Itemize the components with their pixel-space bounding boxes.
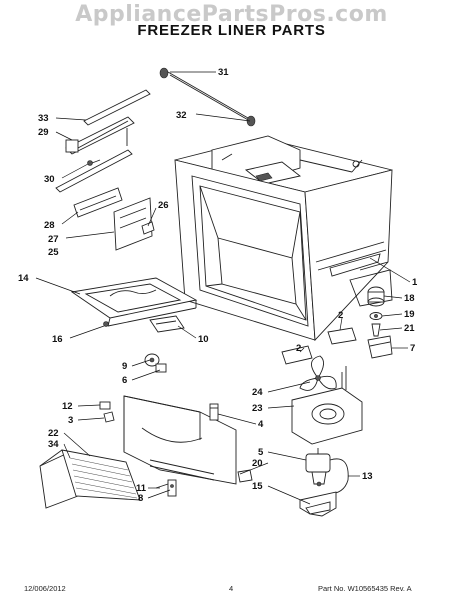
callout-28: 28: [44, 220, 55, 231]
footer-page-number: 4: [229, 584, 234, 593]
callout-11: 11: [136, 483, 147, 494]
callout-2-upper: 2: [338, 310, 343, 321]
callout-10: 10: [198, 334, 209, 345]
callout-32: 32: [176, 110, 187, 121]
callout-4: 4: [258, 419, 264, 430]
part-damper-knob: [144, 353, 167, 373]
callout-34: 34: [48, 439, 59, 450]
part-rod: [159, 67, 256, 127]
callout-5: 5: [258, 447, 264, 458]
callout-27: 27: [48, 234, 59, 245]
callout-7: 7: [410, 343, 415, 354]
callout-12: 12: [62, 401, 73, 412]
callout-30: 30: [44, 174, 55, 185]
callout-18: 18: [404, 293, 415, 304]
callout-16: 16: [52, 334, 63, 345]
part-rails-upper: [55, 89, 151, 193]
page-title: FREEZER LINER PARTS: [137, 22, 326, 39]
footer-date: 12/006/2012: [24, 584, 66, 593]
callout-21: 21: [404, 323, 415, 334]
part-damper-assembly: [367, 286, 393, 359]
callout-1: 1: [412, 277, 418, 288]
callout-9: 9: [122, 361, 127, 372]
callout-22: 22: [48, 428, 59, 439]
part-strip: [237, 469, 253, 483]
part-shelf-tray: [70, 277, 198, 333]
callout-26: 26: [158, 200, 169, 211]
part-small-clips: [155, 479, 177, 497]
part-pads: [281, 327, 357, 365]
part-fan-blade: [299, 355, 337, 391]
callout-6: 6: [122, 375, 127, 386]
watermark: AppliancePartsPros.com: [75, 2, 388, 27]
callout-2-lower: 2: [296, 343, 301, 354]
callout-20: 20: [252, 458, 263, 469]
callout-13: 13: [362, 471, 373, 482]
callout-31: 31: [218, 67, 229, 78]
part-bracket-lower-left: [73, 187, 155, 251]
callout-29: 29: [38, 127, 49, 138]
callout-3: 3: [68, 415, 73, 426]
callout-19: 19: [404, 309, 415, 320]
part-fan-housing: [291, 366, 363, 445]
leader-lines: [35, 71, 411, 505]
part-lower-panel: [123, 395, 237, 485]
footer-part-number: Part No. W10565435 Rev. A: [318, 584, 412, 593]
callout-14: 14: [18, 273, 29, 284]
part-freezer-liner: [174, 135, 393, 342]
part-grille-cover: [39, 449, 141, 509]
callout-15: 15: [252, 481, 263, 492]
callout-24: 24: [252, 387, 263, 398]
callout-33: 33: [38, 113, 49, 124]
part-clip: [99, 401, 115, 423]
part-fan-motor: [299, 448, 349, 517]
callout-25: 25: [48, 247, 59, 258]
callout-labels: 31 32 33 29 30 28 27 25 26 14 16 10 9 6 …: [18, 67, 418, 504]
callout-8: 8: [138, 493, 143, 504]
callout-23: 23: [252, 403, 263, 414]
part-plug: [209, 403, 219, 421]
